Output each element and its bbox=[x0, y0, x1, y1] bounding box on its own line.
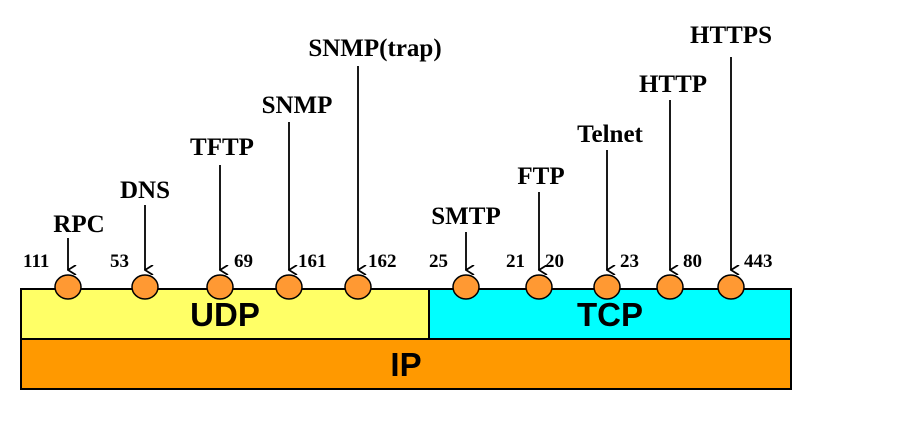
ip-layer-bar bbox=[20, 338, 792, 390]
http-port-number: 80 bbox=[683, 251, 702, 272]
http-port-dot bbox=[656, 274, 684, 300]
snmp-label: SNMP bbox=[262, 92, 333, 119]
tftp-port-dot bbox=[206, 274, 234, 300]
telnet-port-number: 23 bbox=[620, 251, 639, 272]
snmp-port-number: 161 bbox=[298, 251, 327, 272]
snmp-trap-port-number: 162 bbox=[368, 251, 397, 272]
snmp-trap-port-dot bbox=[344, 274, 372, 300]
port-dots bbox=[54, 274, 745, 300]
udp-layer-label: UDP bbox=[190, 296, 260, 333]
ftp-port-dot bbox=[525, 274, 553, 300]
smtp-port-number: 25 bbox=[429, 251, 448, 272]
ftp-label: FTP bbox=[517, 163, 564, 190]
https-port-number: 443 bbox=[744, 251, 773, 272]
telnet-label: Telnet bbox=[577, 121, 643, 148]
dns-label: DNS bbox=[120, 177, 170, 204]
dns-port-number: 53 bbox=[110, 251, 129, 272]
ip-layer-label: IP bbox=[390, 346, 421, 383]
dns-port-dot bbox=[131, 274, 159, 300]
rpc-port-number: 111 bbox=[23, 251, 49, 272]
ftp-port-number: 21 bbox=[506, 251, 525, 272]
tcp-layer-label: TCP bbox=[577, 296, 643, 333]
snmp-trap-label: SNMP(trap) bbox=[308, 35, 441, 62]
telnet-port-dot bbox=[593, 274, 621, 300]
rpc-label: RPC bbox=[53, 211, 104, 238]
https-label: HTTPS bbox=[690, 22, 772, 49]
ftp-data-port-number: 20 bbox=[545, 251, 564, 272]
tftp-label: TFTP bbox=[190, 134, 254, 161]
rpc-port-dot bbox=[54, 274, 82, 300]
snmp-port-dot bbox=[275, 274, 303, 300]
http-label: HTTP bbox=[639, 71, 707, 98]
smtp-port-dot bbox=[452, 274, 480, 300]
smtp-label: SMTP bbox=[431, 203, 500, 230]
https-port-dot bbox=[717, 274, 745, 300]
arrows bbox=[68, 57, 731, 270]
tftp-port-number: 69 bbox=[234, 251, 253, 272]
